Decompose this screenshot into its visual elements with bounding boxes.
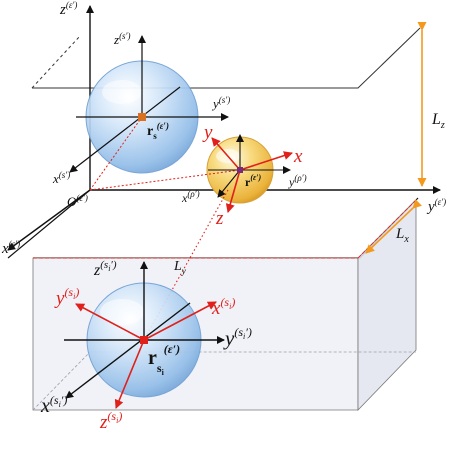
si-z-axis-red	[114, 339, 145, 409]
si-x-axis-black	[65, 302, 191, 399]
s-position-label: rs(ε′)	[147, 121, 169, 141]
global-origin-label: O(ε′)	[67, 193, 88, 209]
si-position-label: rsi(ε′)	[148, 342, 180, 377]
si-z-red-label: z(si)	[99, 409, 122, 433]
global-z-label: z(ε′)	[59, 0, 77, 18]
sphere-s-group: z(s′) y(s′) x(s′) rs(ε′)	[52, 31, 230, 191]
global-x-label: x(ε′)	[1, 239, 20, 257]
global-x-axis	[7, 189, 91, 251]
si-y-black-label: y(si′)	[223, 325, 252, 350]
sphere-s-center	[138, 113, 146, 121]
p-y-red-label: y	[202, 122, 213, 143]
p-x-black-label: x(ρ′)	[181, 189, 200, 205]
si-y-red-label: y(si)	[54, 285, 79, 309]
floor-edge-left	[7, 189, 91, 259]
box-side-face	[357, 199, 417, 411]
si-x-black-label: x(si′)	[40, 393, 67, 417]
sphere-si-highlight	[100, 299, 144, 325]
si-x-axis-red	[143, 301, 217, 341]
p-to-si-relative-vector	[143, 189, 229, 341]
global-y-label: y(ε′)	[426, 197, 446, 215]
si-z-black-label: z(si′)	[93, 259, 117, 279]
p-position-label: r(ε′)	[245, 173, 262, 189]
global-frame: z(ε′) y(ε′) x(ε′) O(ε′)	[1, 0, 446, 257]
lx-dimension-arrow	[365, 199, 422, 254]
s-z-label: z(s′)	[113, 31, 131, 47]
p-position-vector	[89, 169, 241, 191]
dimensions: Lz Lx Ly	[173, 22, 445, 276]
particle-p-center	[237, 167, 243, 173]
p-x-axis-red	[239, 151, 293, 171]
p-z-axis-red	[225, 169, 241, 213]
p-x-axis-black	[217, 169, 241, 198]
lx-label: Lx	[395, 226, 409, 245]
si-x-red-label: x(si)	[211, 295, 235, 319]
s-x-label: x(s′)	[52, 170, 70, 186]
si-y-axis-red	[75, 303, 145, 341]
upper-plane-edge-left	[31, 35, 81, 89]
p-y-black-label: y(ρ′)	[288, 173, 307, 189]
sphere-si-center	[140, 336, 148, 344]
p-x-red-label: x	[293, 146, 303, 167]
sphere-si-group: z(si′) y(si) x(si) y(si′) x(si′) z(si) r…	[40, 259, 252, 433]
s-position-vector	[89, 116, 143, 191]
floor-edge-front	[33, 197, 419, 259]
p-z-red-label: z	[215, 208, 224, 229]
particle-p-group: x y z y(ρ′) x(ρ′) r(ε′)	[89, 122, 307, 229]
ly-label: Ly	[173, 259, 186, 276]
s-y-label: y(s′)	[211, 95, 230, 111]
s-x-axis	[69, 86, 181, 173]
lz-label: Lz	[431, 111, 445, 131]
p-y-axis-red	[211, 137, 241, 171]
sphere-s-highlight	[102, 80, 142, 104]
